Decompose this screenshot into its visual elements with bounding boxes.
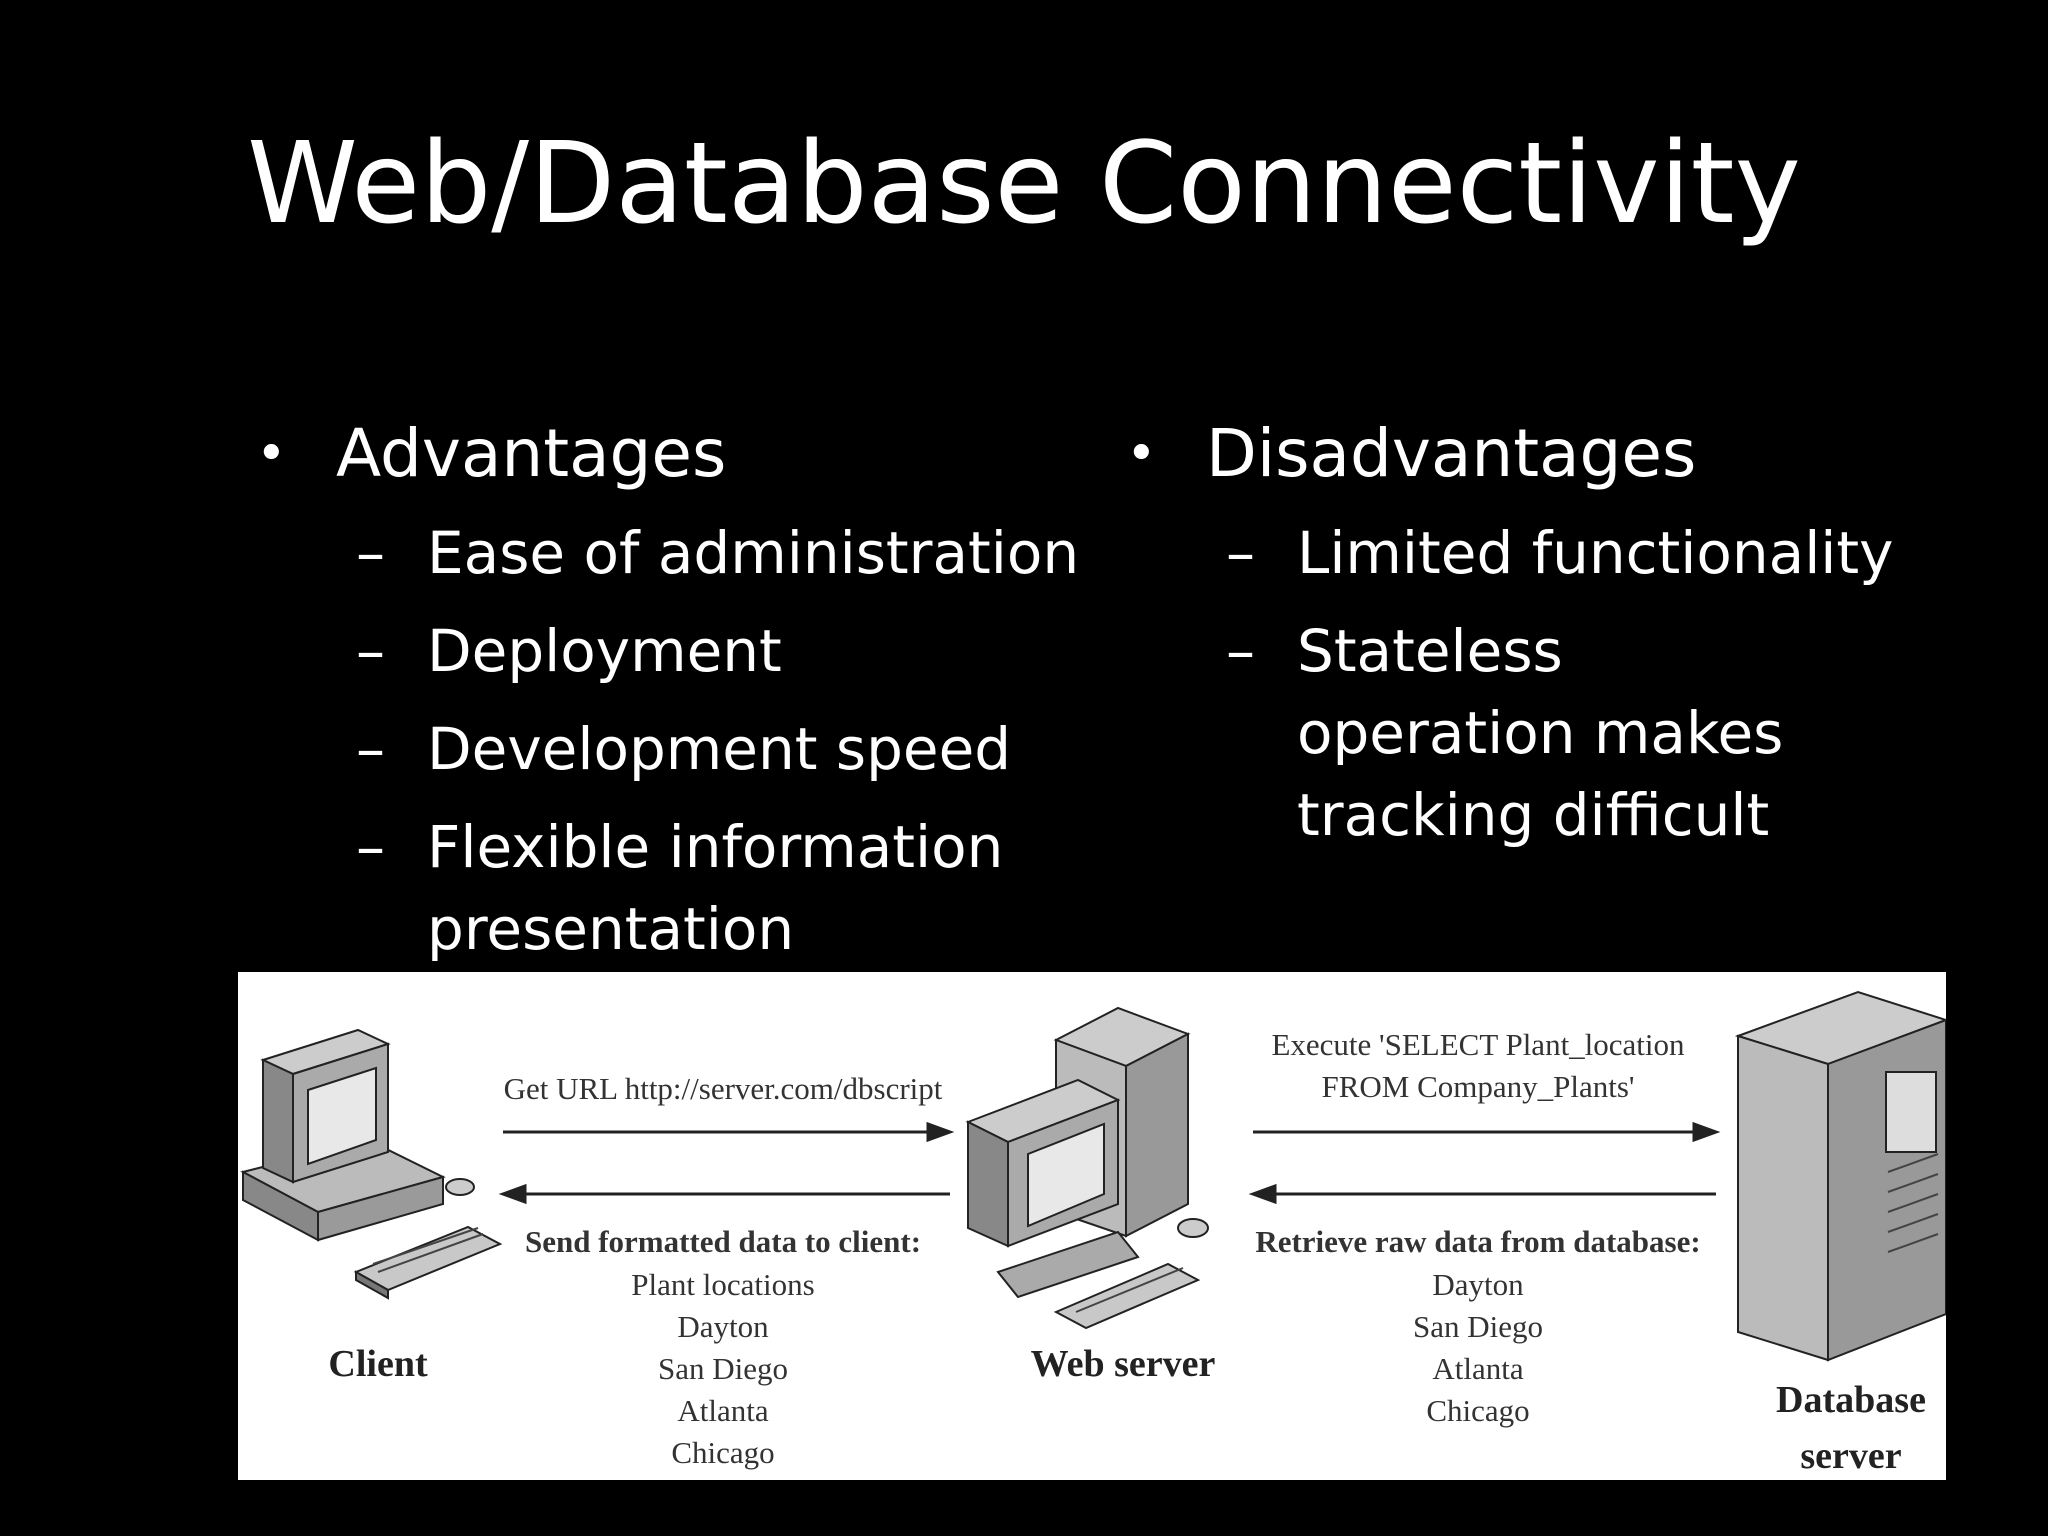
- database-server-label: Database server: [1776, 1379, 1926, 1477]
- list-item: Chicago: [671, 1435, 775, 1470]
- dash-icon: –: [1226, 617, 1255, 685]
- dash-icon: –: [356, 715, 385, 783]
- list-item: –Stateless operation makes tracking diff…: [1126, 610, 1857, 856]
- query-arrowhead-icon: [1692, 1121, 1721, 1143]
- response-arrowhead-icon: [498, 1183, 527, 1205]
- bullet-icon: •: [256, 424, 287, 484]
- slide-title: Web/Database Connectivity: [247, 119, 1801, 249]
- request-text: Get URL http://server.com/dbscript: [503, 1071, 943, 1106]
- list-item: –Limited functionality: [1126, 512, 2026, 594]
- query-text-line-2: FROM Company_Plants': [1321, 1069, 1635, 1104]
- dash-icon: –: [356, 519, 385, 587]
- disadvantages-column: • Disadvantages –Limited functionality –…: [1126, 410, 2026, 856]
- bullet-icon: •: [1126, 424, 1157, 484]
- list-item: Plant locations: [631, 1267, 815, 1302]
- disadvantages-heading-row: • Disadvantages: [1126, 410, 2026, 498]
- diagram-graphics: [240, 990, 1946, 1362]
- client-label: Client: [328, 1343, 428, 1385]
- list-item: Atlanta: [1432, 1351, 1524, 1386]
- disadvantages-list: –Limited functionality –Stateless operat…: [1126, 512, 2026, 856]
- send-lines: Plant locations Dayton San Diego Atlanta…: [573, 1264, 873, 1474]
- dash-icon: –: [356, 617, 385, 685]
- advantages-list: –Ease of administration –Deployment –Dev…: [256, 512, 1106, 970]
- advantages-column: • Advantages –Ease of administration –De…: [256, 410, 1106, 970]
- database-server-icon: [1734, 990, 1946, 1362]
- list-item: Dayton: [1432, 1267, 1524, 1302]
- list-item: Dayton: [677, 1309, 769, 1344]
- retrieve-arrowhead-icon: [1248, 1183, 1277, 1205]
- list-item: –Deployment: [256, 610, 1106, 692]
- list-item: San Diego: [657, 1351, 788, 1386]
- send-heading: Send formatted data to client:: [524, 1224, 922, 1259]
- list-item: Chicago: [1426, 1393, 1530, 1428]
- advantages-heading-row: • Advantages: [256, 410, 1106, 498]
- request-arrowhead-icon: [926, 1121, 955, 1143]
- disadvantages-heading: Disadvantages: [1206, 415, 1697, 492]
- list-item: –Ease of administration: [256, 512, 1106, 594]
- dash-icon: –: [1226, 519, 1255, 587]
- retrieve-heading: Retrieve raw data from database:: [1255, 1224, 1701, 1259]
- dash-icon: –: [356, 813, 385, 881]
- arrows: [498, 1121, 1721, 1205]
- list-item: Atlanta: [677, 1393, 769, 1428]
- list-item: San Diego: [1412, 1309, 1543, 1344]
- retrieve-lines: Dayton San Diego Atlanta Chicago: [1328, 1264, 1628, 1432]
- web-server-label: Web server: [1030, 1343, 1216, 1385]
- web-server-computer-icon: [965, 1006, 1209, 1330]
- list-item: –Flexible information presentation: [256, 806, 1067, 970]
- client-computer-icon: [240, 1028, 503, 1300]
- web-database-diagram: Get URL http://server.com/dbscript Execu…: [238, 972, 1946, 1480]
- advantages-heading: Advantages: [336, 415, 727, 492]
- list-item: –Development speed: [256, 708, 1106, 790]
- query-text-line-1: Execute 'SELECT Plant_location: [1271, 1027, 1685, 1062]
